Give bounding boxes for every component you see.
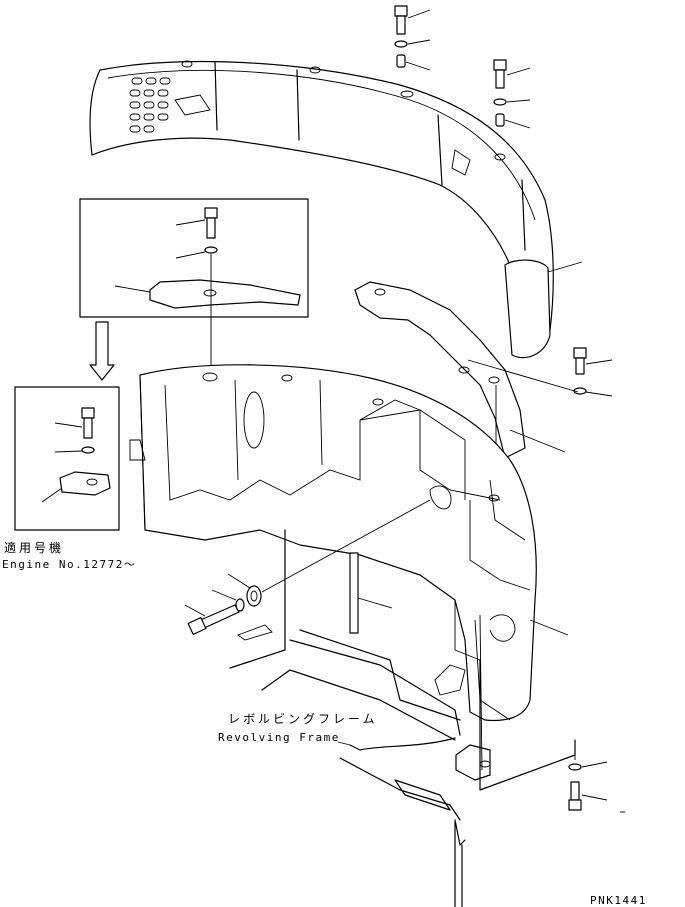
bottom-right-bolt bbox=[568, 761, 625, 813]
applicable-machine-label-jp: 適用号機 bbox=[4, 540, 64, 555]
revolving-frame-part bbox=[229, 529, 576, 907]
counterweight-body bbox=[129, 364, 569, 722]
plate-insert bbox=[349, 552, 393, 634]
engine-number-inset-box bbox=[14, 386, 120, 531]
top-bolt-group-2 bbox=[493, 59, 531, 129]
left-bolt-washer-group bbox=[184, 499, 431, 641]
side-bracket-part bbox=[354, 281, 566, 490]
top-cover-part bbox=[89, 60, 583, 359]
down-arrow-icon bbox=[89, 321, 115, 381]
mid-right-bolt bbox=[467, 347, 613, 397]
revolving-frame-label-en: Revolving Frame bbox=[218, 731, 340, 744]
drawing-code-label: PNK1441 bbox=[590, 894, 647, 907]
top-bolt-group-1 bbox=[394, 5, 431, 71]
detail-inset-box bbox=[79, 198, 309, 372]
engine-number-label: Engine No.12772〜 bbox=[2, 558, 136, 571]
vent-slots bbox=[129, 77, 171, 133]
revolving-frame-label-jp: レボルビングフレーム bbox=[228, 712, 378, 726]
